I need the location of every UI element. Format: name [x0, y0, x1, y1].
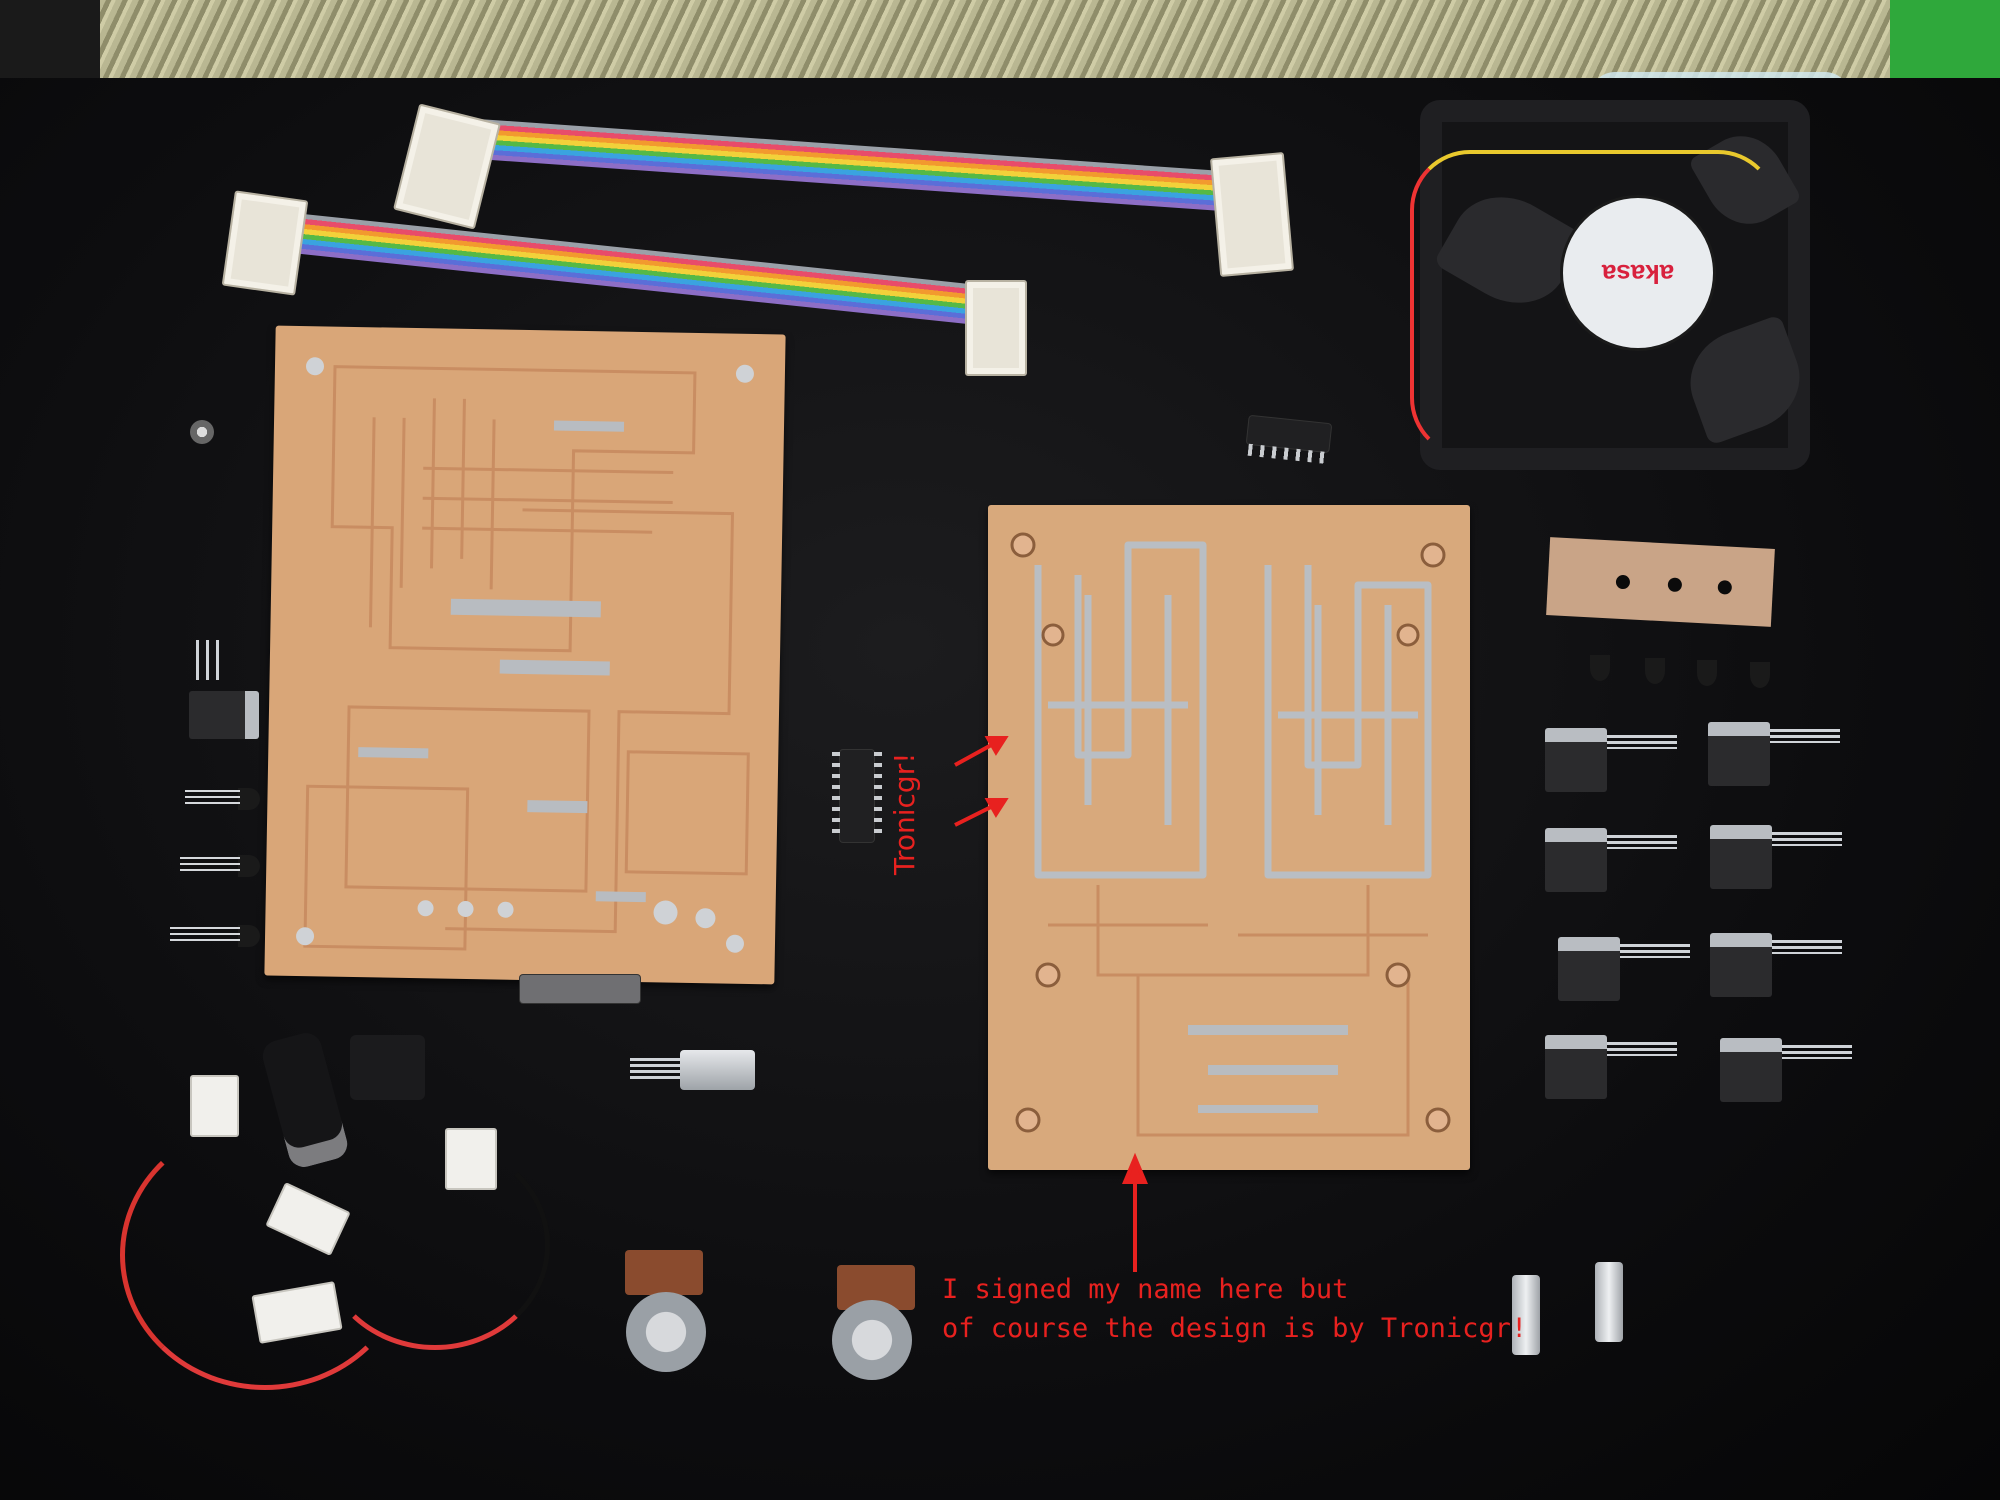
mosfet-legs	[1772, 832, 1842, 846]
mosfet-to220	[1710, 933, 1772, 997]
fan-label-hub	[1560, 195, 1716, 351]
carpet-background	[0, 0, 2000, 80]
cardboard-strip	[1546, 537, 1775, 627]
transistor-to92	[1645, 658, 1665, 684]
transistor-legs	[170, 927, 240, 945]
caption-line-2: of course the design is by Tronicgr!	[942, 1313, 1528, 1344]
potentiometer	[626, 1292, 706, 1372]
mosfet-legs	[1607, 1042, 1677, 1056]
db9-connector	[520, 975, 640, 1003]
strip-hole	[1717, 580, 1733, 595]
power-pcb	[988, 505, 1470, 1170]
fan-power-wire	[1410, 150, 1778, 458]
led	[190, 420, 214, 444]
caption-line-1: I signed my name here but	[942, 1274, 1349, 1305]
crystal-oscillator	[680, 1050, 755, 1090]
mosfet-legs	[1782, 1045, 1852, 1059]
fan-splitter-wire	[320, 1140, 550, 1350]
fan-splitter-wire	[120, 1120, 410, 1390]
power-pcb-traces	[1010, 532, 1451, 1137]
tronicgr-vertical-label: Tronicgr!	[888, 752, 921, 875]
mosfet-legs	[1607, 835, 1677, 849]
strip-hole	[1615, 574, 1631, 590]
transistor-legs	[185, 790, 240, 808]
potentiometer	[832, 1300, 912, 1380]
transistor-legs	[180, 857, 240, 875]
controller-pcb-traces	[296, 357, 754, 953]
potentiometer-body	[625, 1250, 703, 1295]
mosfet-to220	[1545, 728, 1607, 792]
strip-hole	[1667, 577, 1683, 593]
transistor-to92	[1697, 660, 1717, 686]
controller-pcb	[264, 325, 786, 985]
crystal-legs	[630, 1058, 680, 1080]
mosfet-legs	[1620, 944, 1690, 958]
dip-ic-middle-pins-right	[874, 752, 882, 838]
annotation-caption: I signed my name here but of course the d…	[942, 1270, 1527, 1348]
mosfet-legs	[1772, 940, 1842, 954]
ribbon-connector-top-right	[1209, 152, 1295, 277]
dc-power-jack	[350, 1035, 425, 1100]
mosfet-to220	[1545, 828, 1607, 892]
mosfet-to220	[1710, 825, 1772, 889]
transistor-to92	[1590, 655, 1610, 681]
mosfet-legs	[1770, 729, 1840, 743]
transistor-to92	[1750, 662, 1770, 688]
regulator-legs	[196, 640, 222, 680]
ribbon-connector-bottom-right	[965, 280, 1027, 376]
ribbon-connector-bottom-left	[221, 190, 309, 296]
mosfet-to220	[1720, 1038, 1782, 1102]
fuse	[1512, 1275, 1540, 1355]
transistor-to92	[238, 925, 260, 947]
mosfet-to220	[1708, 722, 1770, 786]
mosfet-to220	[1558, 937, 1620, 1001]
transistor-to92	[238, 855, 260, 877]
mosfet-to220	[1545, 1035, 1607, 1099]
transistor-to92	[238, 788, 260, 810]
voltage-regulator	[189, 691, 259, 739]
dip-ic-middle	[840, 750, 874, 842]
fuse	[1595, 1262, 1623, 1342]
mosfet-legs	[1607, 735, 1677, 749]
dip-ic-middle-pins-left	[832, 752, 840, 838]
